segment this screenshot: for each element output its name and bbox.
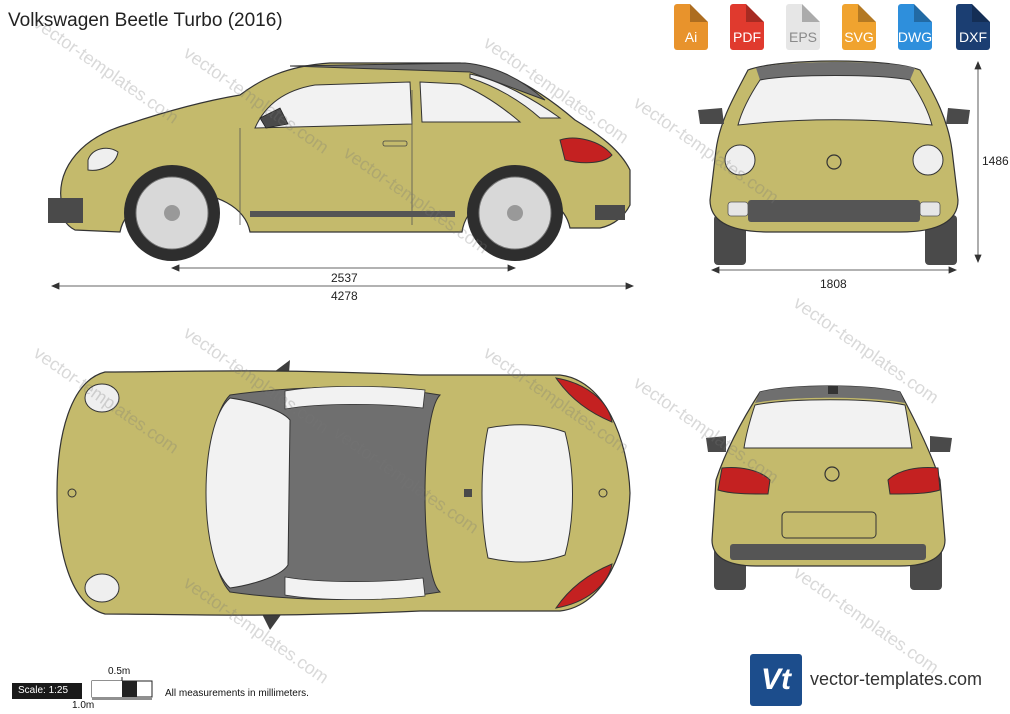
file-icon [730, 4, 764, 50]
eps-format-button[interactable]: EPS [780, 4, 826, 50]
side-sill [250, 211, 455, 217]
side-rear-wheel [467, 165, 563, 261]
file-icon [842, 4, 876, 50]
top-view [56, 360, 631, 630]
format-label: Ai [684, 29, 698, 45]
side-rear-quarter-glass [469, 73, 562, 119]
side-roof [289, 62, 546, 101]
dxf-format-button[interactable]: DXF [950, 4, 996, 50]
scale-label: Scale: 1:25 [12, 683, 82, 699]
half-meter-label: 0.5m [108, 666, 131, 677]
file-icon [898, 4, 932, 50]
front-view [698, 60, 970, 265]
pdf-format-button[interactable]: PDF [724, 4, 770, 50]
height-dimension: 1486 [982, 154, 1009, 168]
side-rear-window [419, 81, 522, 123]
vt-logo[interactable]: Vt [750, 654, 802, 706]
length-dimension: 4278 [331, 289, 358, 303]
svg-format-button[interactable]: SVG [836, 4, 882, 50]
format-label: DWG [897, 29, 933, 45]
one-meter-label: 1.0m [72, 700, 95, 711]
wheelbase-dimension: 2537 [331, 271, 358, 285]
door-handle [382, 140, 408, 147]
side-dimension-lines [50, 264, 635, 290]
format-label: SVG [844, 29, 874, 45]
site-link[interactable]: vector-templates.com [810, 669, 983, 689]
rear-view [706, 385, 952, 590]
format-label: DXF [959, 29, 987, 45]
measurement-note: All measurements in millimeters. [165, 688, 309, 699]
format-label: PDF [733, 29, 761, 45]
file-icon [674, 4, 708, 50]
front-dimension-lines [710, 60, 982, 274]
page-title: Volkswagen Beetle Turbo (2016) [8, 10, 283, 31]
side-mirror [259, 107, 289, 129]
side-taillight [559, 137, 613, 164]
file-icon [956, 4, 990, 50]
side-view [48, 62, 631, 261]
ai-format-button[interactable]: Ai [668, 4, 714, 50]
width-dimension: 1808 [820, 277, 847, 291]
dwg-format-button[interactable]: DWG [892, 4, 938, 50]
side-front-bumper-insert [48, 198, 83, 223]
side-front-wheel [124, 165, 220, 261]
side-headlight [87, 147, 119, 171]
format-label: EPS [788, 29, 817, 45]
file-icon [786, 4, 820, 50]
side-rear-bumper-insert [595, 205, 625, 220]
scale-bar [91, 677, 153, 700]
